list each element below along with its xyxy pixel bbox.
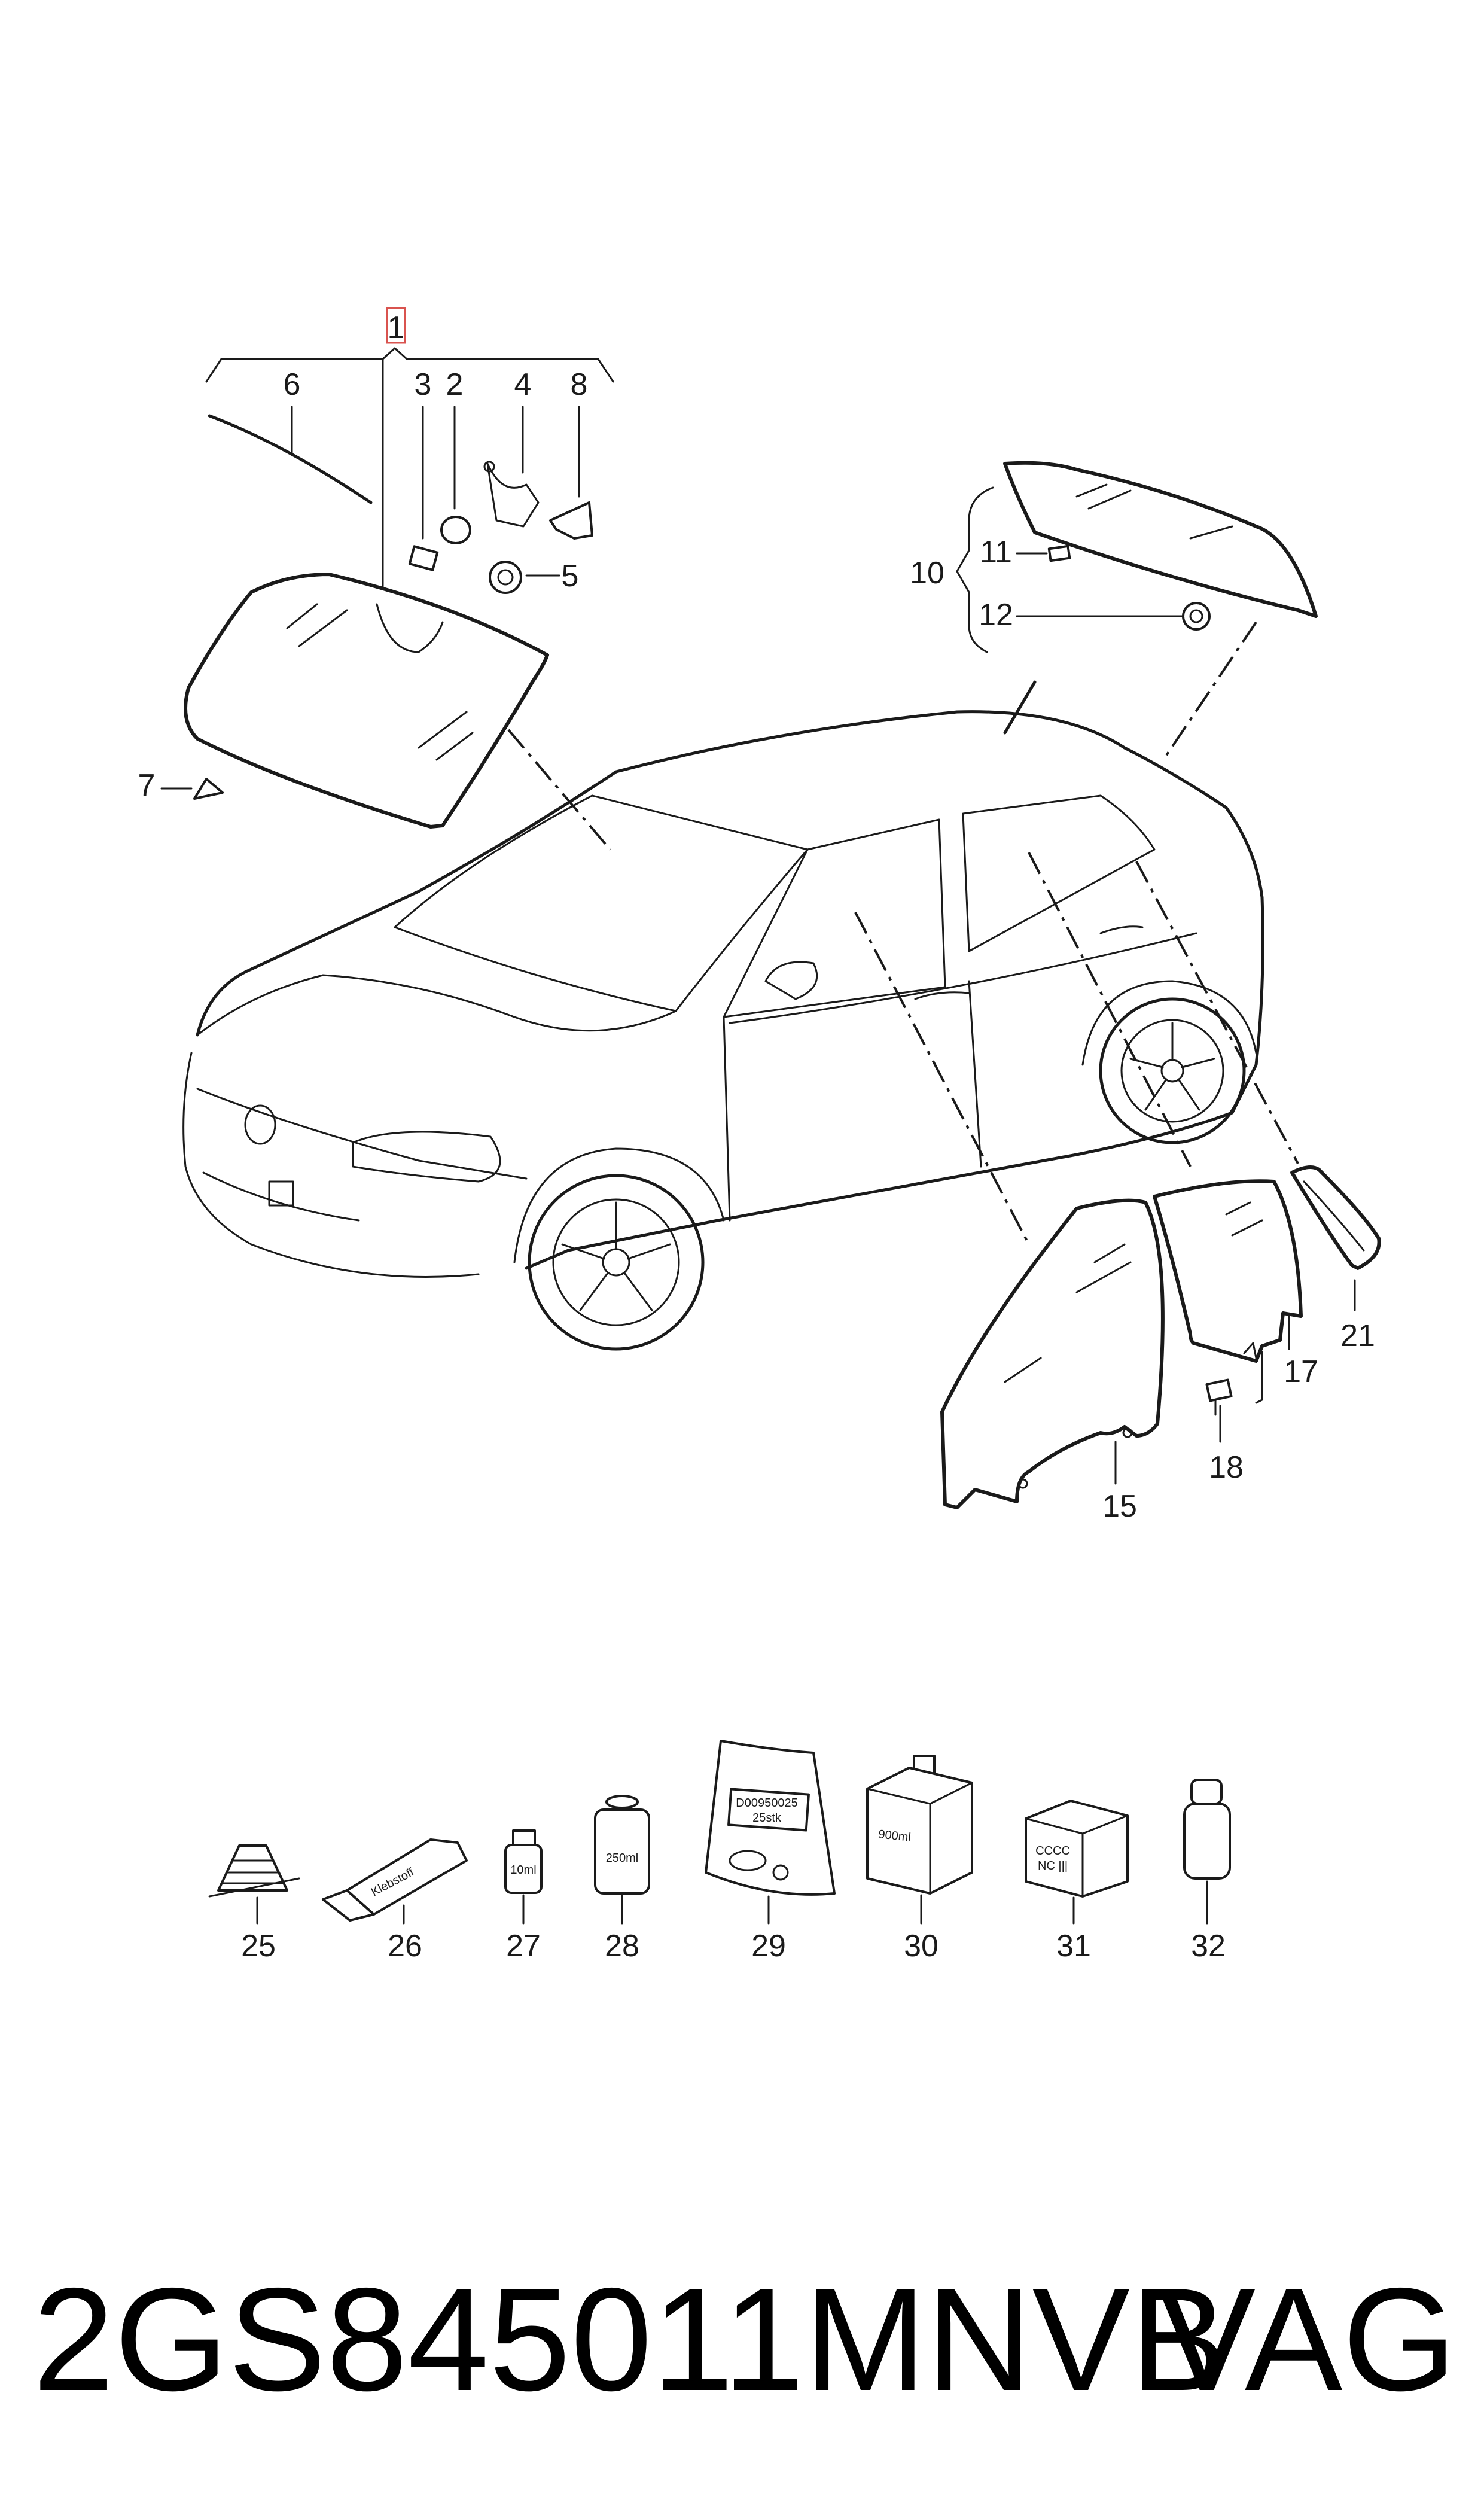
svg-text:28: 28 [605,1929,639,1963]
callout-28[interactable]: 28 [605,1929,639,1963]
car-illustration [182,680,1264,1351]
primer-box-part: CCCC NC ||| [1025,1800,1129,1898]
svg-text:10ml: 10ml [510,1864,536,1877]
callout-32[interactable]: 32 [1191,1929,1226,1963]
sensor-cover-part [408,545,439,571]
stud-part [1205,1378,1233,1416]
bottle-part [1183,1779,1231,1880]
svg-text:26: 26 [388,1929,422,1963]
callout-29[interactable]: 29 [751,1929,786,1963]
svg-text:11: 11 [980,535,1012,570]
front-door-glass [940,1198,1165,1509]
callout-11[interactable]: 11 [980,535,1012,570]
can-250ml-part: 250ml [594,1795,650,1895]
callout-31[interactable]: 31 [1056,1929,1091,1963]
svg-text:8: 8 [571,367,588,402]
part-number: 2GS845011MNVB [33,2257,1228,2421]
callout-7[interactable]: 7 [138,768,156,803]
svg-text:25stk: 25stk [752,1811,782,1825]
callout-27[interactable]: 27 [506,1929,541,1963]
callout-10[interactable]: 10 [910,556,944,590]
callout-12[interactable]: 12 [979,598,1013,632]
svg-text:21: 21 [1340,1319,1375,1353]
rear-window-glass [1003,461,1318,618]
callout-5[interactable]: 5 [562,559,579,593]
svg-text:18: 18 [1209,1450,1244,1485]
callout-8[interactable]: 8 [571,367,588,402]
rear-window-nut-part [1182,602,1211,631]
svg-text:30: 30 [904,1929,938,1963]
callout-6[interactable]: 6 [284,367,301,402]
svg-text:12: 12 [979,598,1013,632]
svg-text:CCCC: CCCC [1035,1844,1070,1858]
svg-text:NC |||: NC ||| [1038,1859,1068,1872]
rear-window-clip-part [1047,544,1071,562]
svg-text:2: 2 [446,367,464,402]
clip-bag-part: D00950025 25stk [705,1740,836,1896]
callout-30[interactable]: 30 [904,1929,938,1963]
svg-text:5: 5 [562,559,579,593]
svg-text:10: 10 [910,556,944,590]
svg-text:31: 31 [1056,1929,1091,1963]
callout-26[interactable]: 26 [388,1929,422,1963]
callout-17[interactable]: 17 [1284,1354,1318,1389]
mirror-bracket-part [549,501,593,540]
windshield-molding-part [208,414,373,504]
svg-text:27: 27 [506,1929,541,1963]
box-900ml-part: 900ml [866,1755,973,1895]
callout-25[interactable]: 25 [241,1929,276,1963]
svg-text:25: 25 [241,1929,276,1963]
svg-text:15: 15 [1102,1489,1137,1524]
callout-3[interactable]: 3 [415,367,432,402]
quarter-glass [1290,1165,1381,1270]
wedge-part [193,778,224,800]
adhesive-tube-part: Klebstoff [322,1838,468,1922]
footer-caption: 2GS845011MNVB VAG [33,2261,1456,2417]
callout-21[interactable]: 21 [1340,1319,1375,1353]
nozzle-part [208,1844,300,1898]
rain-sensor-part [489,561,522,594]
callout-2[interactable]: 2 [446,367,464,402]
callout-15[interactable]: 15 [1102,1489,1137,1524]
svg-text:29: 29 [751,1929,786,1963]
brand-name: VAG [1157,2257,1456,2421]
svg-text:250ml: 250ml [606,1852,638,1865]
svg-text:6: 6 [284,367,301,402]
group-bracket [205,347,614,590]
sensor-wire-part [483,461,540,528]
svg-text:1: 1 [388,310,405,345]
vial-10ml-part: 10ml [504,1829,543,1894]
svg-text:3: 3 [415,367,432,402]
callout-18[interactable]: 18 [1209,1450,1244,1485]
svg-text:17: 17 [1284,1354,1318,1389]
callout-4[interactable]: 4 [514,367,532,402]
callout-1-highlighted[interactable]: 1 [386,307,406,345]
rear-door-glass [1153,1179,1303,1404]
svg-text:32: 32 [1191,1929,1226,1963]
windshield-glass [184,573,549,829]
gel-pad-part [440,516,471,544]
svg-text:4: 4 [514,367,532,402]
svg-text:D00950025: D00950025 [736,1797,797,1810]
svg-text:7: 7 [138,768,156,803]
